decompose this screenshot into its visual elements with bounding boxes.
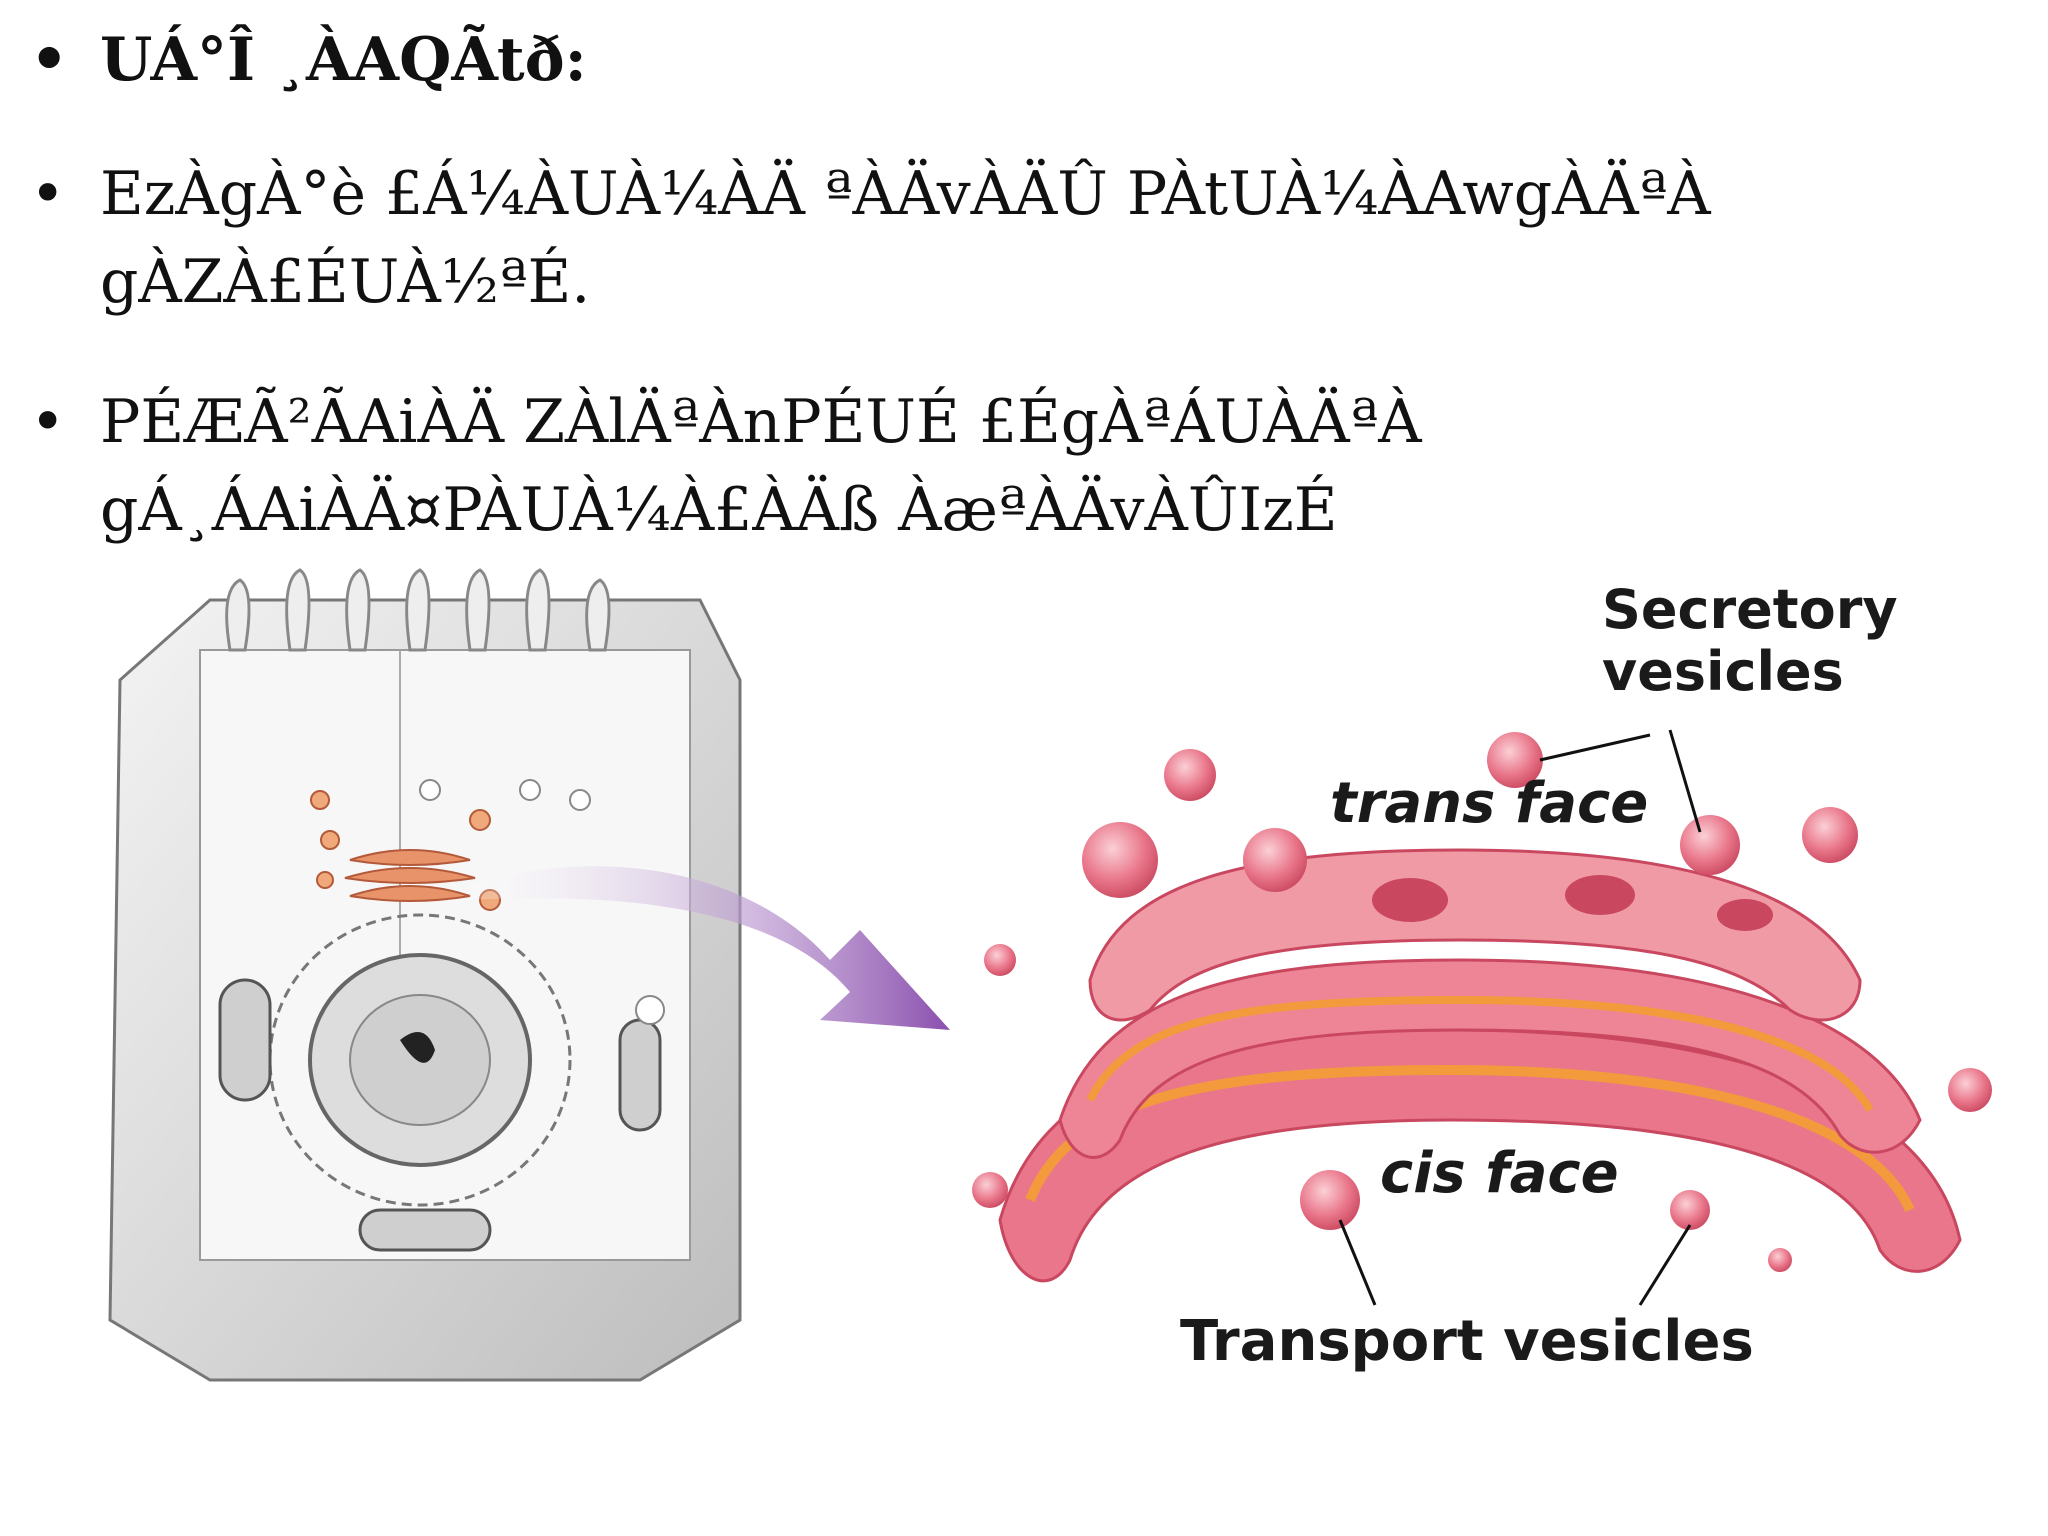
slide-title: UÁ°Î ¸ÀAQÃtð:	[30, 16, 2040, 104]
golgi-illustration: Secretory vesicles trans face cis face T…	[108, 568, 1992, 1382]
pointer-arrow	[470, 866, 950, 1030]
label-trans-face: trans face	[1330, 771, 1648, 836]
label-transport-vesicles: Transport vesicles	[1180, 1309, 1754, 1374]
leader-lines	[1338, 729, 1702, 1306]
label-secretory: Secretory	[1602, 578, 1898, 641]
label-vesicles: vesicles	[1602, 640, 1844, 703]
vesicles	[972, 732, 1992, 1272]
slide-text: UÁ°Î ¸ÀAQÃtð: EzÀgÀ°è £Á¼ÀUÀ¼ÀÄ ªÀÄvÀÄÛ …	[0, 0, 2048, 545]
golgi-apparatus	[998, 815, 1962, 1283]
label-cis-face: cis face	[1380, 1141, 1619, 1206]
cell-drawing	[108, 568, 742, 1382]
bullet-item: EzÀgÀ°è £Á¼ÀUÀ¼ÀÄ ªÀÄvÀÄÛ PÀtUÀ¼ÀAwgÀÄªÀ…	[30, 150, 2040, 326]
bullet-item: PÉÆÃ²ÃAiÀÄ ZÀlÄªÀnPÉUÉ £ÉgÀªÁUÀÄªÀ gÁ¸ÁA…	[30, 378, 2040, 545]
golgi-figure: Secretory vesicles trans face cis face T…	[0, 560, 2048, 1460]
